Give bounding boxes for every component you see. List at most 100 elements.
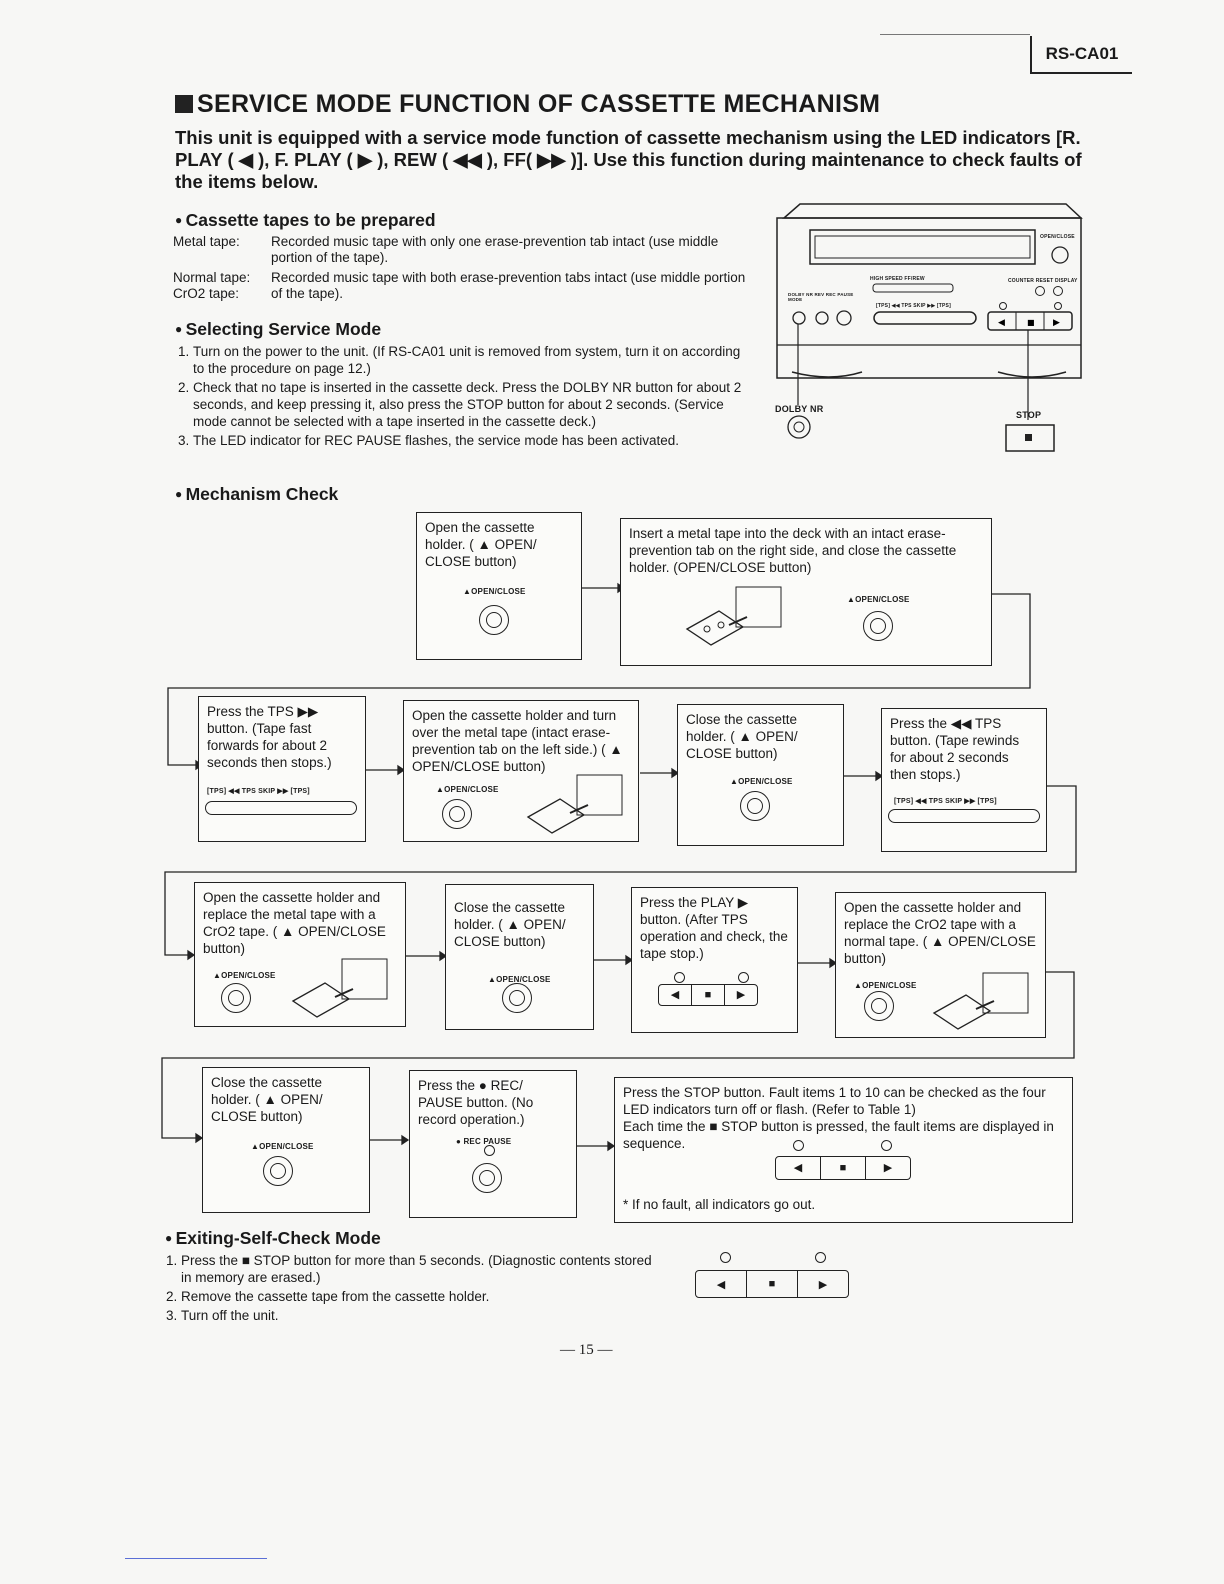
no-fault-note: * If no fault, all indicators go out. [623,1197,816,1212]
stop-callout: STOP [1016,410,1042,420]
step-close-holder-2-text: Close the cassette holder. ( ▲ OPEN/ CLO… [454,900,566,949]
tps-button-bar [205,801,357,815]
step-stop-text-a: Press the STOP button. Fault items 1 to … [623,1085,1046,1117]
open-close-button-icon [502,983,532,1013]
normal-cro2-labels: Normal tape: CrO2 tape: [173,270,271,306]
rew-key-icon: ◀ [696,1271,747,1297]
step-turn-over-tape: Open the cassette holder and turn over t… [403,700,639,842]
step-open-holder-text: Open the cassette holder. ( ▲ OPEN/ CLOS… [425,520,537,569]
step-play-text: Press the PLAY ▶ button. (After TPS oper… [640,895,788,961]
tps-button-bar [888,809,1040,823]
led-indicator-icon [881,1140,892,1151]
step-close-holder-3-text: Close the cassette holder. ( ▲ OPEN/ CLO… [211,1075,323,1124]
step-tps-ff-text: Press the TPS ▶▶ button. (Tape fast forw… [207,704,332,770]
unit-diagram: ◀ ■ ▶ OPEN/CLOSE HIGH SPEED FF/REW COUNT… [770,200,1090,470]
cassette-insert-icon [685,586,782,646]
page-number: — 15 — [560,1342,613,1358]
led-indicator-icon [674,972,685,983]
cro2-label: CrO2 tape: [173,286,240,301]
open-close-label: ▲OPEN/CLOSE [213,971,276,980]
cassette-replace-icon [291,958,388,1018]
play-key-icon: ▶ [736,988,746,1001]
open-close-label: ▲OPEN/CLOSE [854,981,917,990]
page-title: SERVICE MODE FUNCTION OF CASSETTE MECHAN… [175,90,880,119]
step-replace-normal: Open the cassette holder and replace the… [835,892,1046,1038]
step-close-holder-2: Close the cassette holder. ( ▲ OPEN/ CLO… [445,884,594,1030]
open-close-button-icon [864,991,894,1021]
cassette-table: Metal tape: Recorded music tape with onl… [173,234,753,306]
step-tps-rew: Press the ◀◀ TPS button. (Tape rewinds f… [881,708,1047,852]
tps-small-label: [TPS] ◀◀ TPS SKIP ▶▶ [TPS] [876,303,951,309]
open-close-label: ▲OPEN/CLOSE [847,595,910,604]
page-title-text: SERVICE MODE FUNCTION OF CASSETTE MECHAN… [197,90,881,118]
rec-pause-label: ● REC PAUSE [456,1137,512,1146]
normal-text: Recorded music tape with both erase-prev… [271,270,746,301]
step-insert-metal: Insert a metal tape into the deck with a… [620,518,992,666]
rew-key-icon: ◀ [659,985,692,1005]
step-replace-normal-text: Open the cassette holder and replace the… [844,900,1036,966]
selecting-heading: Selecting Service Mode [175,319,382,340]
cassette-turn-icon [526,774,623,834]
step-tps-ff: Press the TPS ▶▶ button. (Tape fast forw… [198,696,366,842]
open-close-label: ▲OPEN/CLOSE [251,1142,314,1151]
led-indicator-icon [720,1252,731,1263]
transport-keys: ◀ ■ ▶ [658,984,758,1006]
model-number: RS-CA01 [1030,36,1132,74]
exiting-heading: Exiting-Self-Check Mode [165,1228,381,1249]
step-tps-rew-text: Press the ◀◀ TPS button. (Tape rewinds f… [890,716,1020,782]
open-close-small-label: OPEN/CLOSE [1040,234,1075,240]
cassette-deck-illustration: ◀ ■ ▶ [776,203,1083,452]
open-close-label: ▲OPEN/CLOSE [436,785,499,794]
step-rec-pause: Press the ● REC/ PAUSE button. (No recor… [409,1070,577,1218]
intro-paragraph: This unit is equipped with a service mod… [175,127,1082,192]
step-replace-cro2-text: Open the cassette holder and replace the… [203,890,386,956]
open-close-button-icon [442,799,472,829]
selecting-steps: Turn on the power to the unit. (If RS-CA… [175,343,745,451]
selecting-step-2: Check that no tape is inserted in the ca… [193,379,745,430]
svg-text:■: ■ [1027,318,1035,327]
open-close-label: ▲OPEN/CLOSE [730,777,793,786]
step-close-holder-3: Close the cassette holder. ( ▲ OPEN/ CLO… [202,1067,370,1213]
transport-keys: ◀ ■ ▶ [775,1156,911,1180]
selecting-step-3: The LED indicator for REC PAUSE flashes,… [193,432,745,449]
led-indicator-icon [793,1140,804,1151]
exiting-step-1: Press the ■ STOP button for more than 5 … [181,1252,653,1286]
dolby-small-label: DOLBY NR REV REC PAUSE MODE [788,292,854,302]
step-close-holder-1-text: Close the cassette holder. ( ▲ OPEN/ CLO… [686,712,798,761]
counter-label: COUNTER RESET DISPLAY [1008,278,1078,284]
step-replace-cro2: Open the cassette holder and replace the… [194,882,406,1027]
step-close-holder-1: Close the cassette holder. ( ▲ OPEN/ CLO… [677,704,844,846]
rew-key-icon: ◀ [776,1157,821,1179]
header-rule [880,34,1030,35]
stop-key-icon: ■ [747,1271,798,1297]
step-turn-over-tape-text: Open the cassette holder and turn over t… [412,708,623,774]
selecting-step-1: Turn on the power to the unit. (If RS-CA… [193,343,745,377]
led-indicator-icon [484,1145,495,1156]
mechanism-heading: Mechanism Check [175,484,339,505]
led-indicator-icon [738,972,749,983]
step-stop-fault-check: Press the STOP button. Fault items 1 to … [614,1077,1073,1223]
tps-label: [TPS] ◀◀ TPS SKIP ▶▶ [TPS] [207,788,310,795]
step-open-holder: Open the cassette holder. ( ▲ OPEN/ CLOS… [416,512,582,660]
exiting-steps: Press the ■ STOP button for more than 5 … [163,1252,653,1326]
stop-key-icon: ■ [692,985,725,1005]
open-close-button-icon [263,1156,293,1186]
exiting-step-2: Remove the cassette tape from the casset… [181,1288,653,1305]
cassette-replace-icon [932,972,1029,1030]
stop-key-icon: ■ [821,1157,866,1179]
dolby-nr-callout: DOLBY NR [775,404,824,414]
led-indicator-icon [815,1252,826,1263]
exiting-step-3: Turn off the unit. [181,1307,653,1324]
cassette-heading: Cassette tapes to be prepared [175,210,436,231]
square-bullet-icon [175,95,193,113]
step-stop-text-b: Each time the ■ STOP button is pressed, … [623,1119,1054,1151]
footer-rule [125,1558,267,1559]
metal-text: Recorded music tape with only one erase-… [271,234,719,265]
high-speed-label: HIGH SPEED FF/REW [870,276,925,282]
open-close-button-icon [740,791,770,821]
normal-label: Normal tape: [173,270,251,285]
svg-text:▶: ▶ [1053,318,1060,328]
step-insert-metal-text: Insert a metal tape into the deck with a… [629,526,957,575]
open-close-label: ▲OPEN/CLOSE [488,975,551,984]
